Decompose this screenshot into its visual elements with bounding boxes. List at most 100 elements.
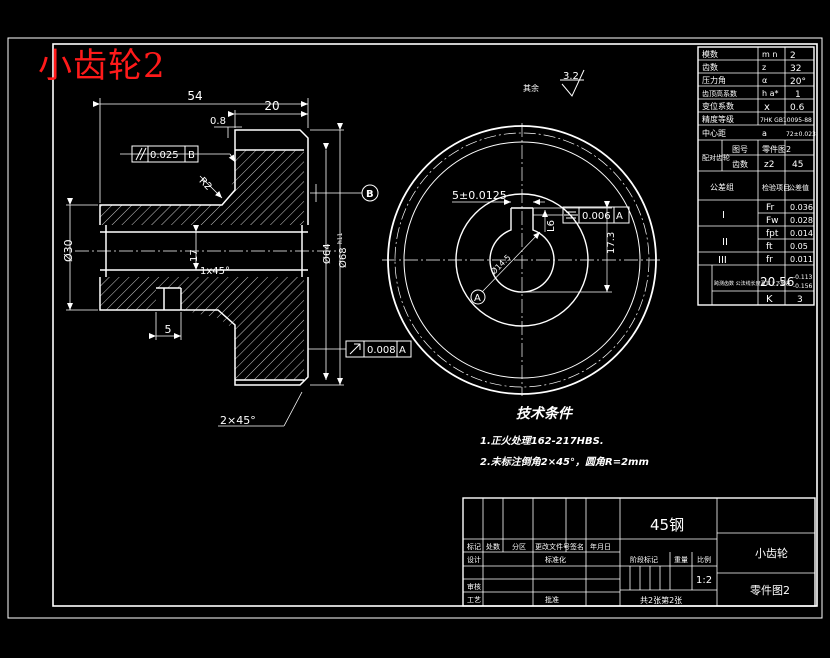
- p-val-4: 0.6: [790, 103, 805, 113]
- tol-item-1: Fw: [766, 216, 779, 226]
- p-sym-2: α: [762, 76, 767, 85]
- tol-group-ii: II: [722, 237, 728, 248]
- datum-b-letter: B: [366, 189, 374, 200]
- tb-h-0: 标记: [467, 542, 481, 551]
- chamfer-2x45: 2×45°: [220, 414, 256, 427]
- tb-weight: 重量: [674, 556, 688, 564]
- datum-a-letter: A: [474, 293, 481, 304]
- sheet-info: 共2张第2张: [640, 595, 682, 605]
- datum-b-ref: B: [188, 150, 195, 161]
- section-view: [99, 129, 309, 386]
- front-view-dims: [382, 123, 662, 396]
- dim17-label: 17: [189, 249, 200, 262]
- sym-tol: 0.006: [582, 211, 611, 222]
- p-sym-4: x: [764, 102, 770, 113]
- runout-tol: 0.008: [367, 345, 396, 356]
- p-sym-5: 7HK GB10095-88: [760, 117, 812, 124]
- r2-label: R2: [197, 176, 214, 193]
- span-value: 20.56: [760, 275, 794, 289]
- mating-group: 配对齿轮: [702, 153, 730, 162]
- notes-heading: 技术条件: [516, 405, 574, 422]
- tol-val-4: 0.011: [790, 255, 813, 264]
- tb-h-2: 分区: [512, 542, 526, 551]
- p-sym-3: h a*: [762, 89, 779, 98]
- tb-approve: 批准: [545, 595, 559, 604]
- p-sym-0: m n: [762, 50, 777, 59]
- mating-label1: 图号: [732, 145, 748, 154]
- h11-label: h11: [337, 232, 344, 244]
- datum-a-ref: A: [399, 345, 406, 356]
- dim5-label: 5: [165, 323, 172, 336]
- tb-standard: 标准化: [545, 555, 566, 564]
- p-sym-1: z: [762, 63, 766, 72]
- tol-h3: 公差值: [788, 183, 809, 192]
- note-1: 1.正火处理162-217HBS.: [480, 435, 604, 447]
- p-name-1: 齿数: [702, 62, 718, 72]
- l6-label: L6: [546, 220, 557, 232]
- symmetry-frame: [562, 206, 630, 224]
- tol-val-3: 0.05: [790, 242, 808, 251]
- k-val: 3: [797, 295, 803, 305]
- p-val-3: 1: [795, 90, 801, 100]
- tol-item-3: ft: [766, 242, 773, 252]
- p-val-0: 2: [790, 51, 796, 61]
- p-val-2: 20°: [790, 77, 806, 87]
- mating-value1: 零件图2: [762, 144, 791, 154]
- inner-border: [52, 43, 818, 607]
- p-val-1: 32: [790, 64, 801, 74]
- tb-h-5: 年月日: [590, 542, 611, 551]
- mating-label2: 齿数: [732, 159, 748, 169]
- dim-17-3: 17.3: [606, 232, 617, 254]
- tb-row-review: 审核: [467, 582, 481, 591]
- p-name-0: 模数: [702, 49, 718, 59]
- tol-group-iii: III: [718, 255, 727, 266]
- tol-h2: 检验项目: [762, 183, 790, 192]
- tol-val-2: 0.014: [790, 229, 813, 238]
- tb-scale-label: 比例: [697, 555, 711, 564]
- tb-stage: 阶段标记: [630, 555, 658, 564]
- tol-item-0: Fr: [766, 203, 775, 213]
- part-name: 小齿轮: [755, 546, 788, 560]
- chamfer-1x45: 1x45°: [200, 266, 230, 277]
- tol-val-0: 0.036: [790, 203, 813, 212]
- dia64-label: Ø64: [321, 243, 333, 264]
- section-dimensions: [66, 98, 362, 427]
- dim-54: 54: [187, 89, 202, 103]
- p-name-6: 中心距: [702, 128, 726, 138]
- dim-0-8: 0.8: [210, 116, 226, 127]
- param-table: [697, 46, 815, 306]
- tb-h-1: 处数: [486, 542, 500, 551]
- p-name-2: 压力角: [702, 75, 726, 85]
- p-name-5: 精度等级: [702, 114, 734, 124]
- title-block: [462, 497, 816, 607]
- p-val-6: 72±0.023: [786, 131, 816, 138]
- key-width: 5±0.0125: [452, 189, 507, 202]
- span-up: -0.113: [793, 274, 813, 281]
- p-sym-6: a: [762, 129, 767, 138]
- datum-a-circle: [470, 289, 486, 305]
- dia30-label: Ø30: [62, 239, 75, 262]
- mating-zval: 45: [792, 160, 803, 170]
- drawing-title: 小齿轮2: [38, 46, 166, 86]
- parallel-tol: 0.025: [150, 150, 179, 161]
- datum-b-circle: [361, 184, 379, 202]
- tol-val-1: 0.028: [790, 216, 813, 225]
- front-datum-a: A: [616, 211, 623, 222]
- tol-item-4: fr: [766, 255, 773, 265]
- tb-h-3: 更改文件号: [535, 542, 570, 551]
- roughness-symbol: [560, 69, 585, 97]
- tb-row-design: 设计: [467, 555, 481, 564]
- tb-row-process: 工艺: [467, 596, 481, 604]
- tol-group-i: I: [722, 210, 725, 221]
- roughness-value: 3.2: [563, 71, 579, 82]
- dia68-label: Ø68: [337, 247, 349, 268]
- p-name-4: 变位系数: [702, 101, 734, 111]
- outer-border: [7, 37, 823, 619]
- mating-z: z2: [764, 160, 774, 170]
- roughness-label: 其余: [523, 83, 539, 93]
- tol-item-2: fpt: [766, 229, 779, 239]
- span-low: -0.156: [793, 283, 813, 290]
- tol-h1: 公差组: [710, 182, 734, 192]
